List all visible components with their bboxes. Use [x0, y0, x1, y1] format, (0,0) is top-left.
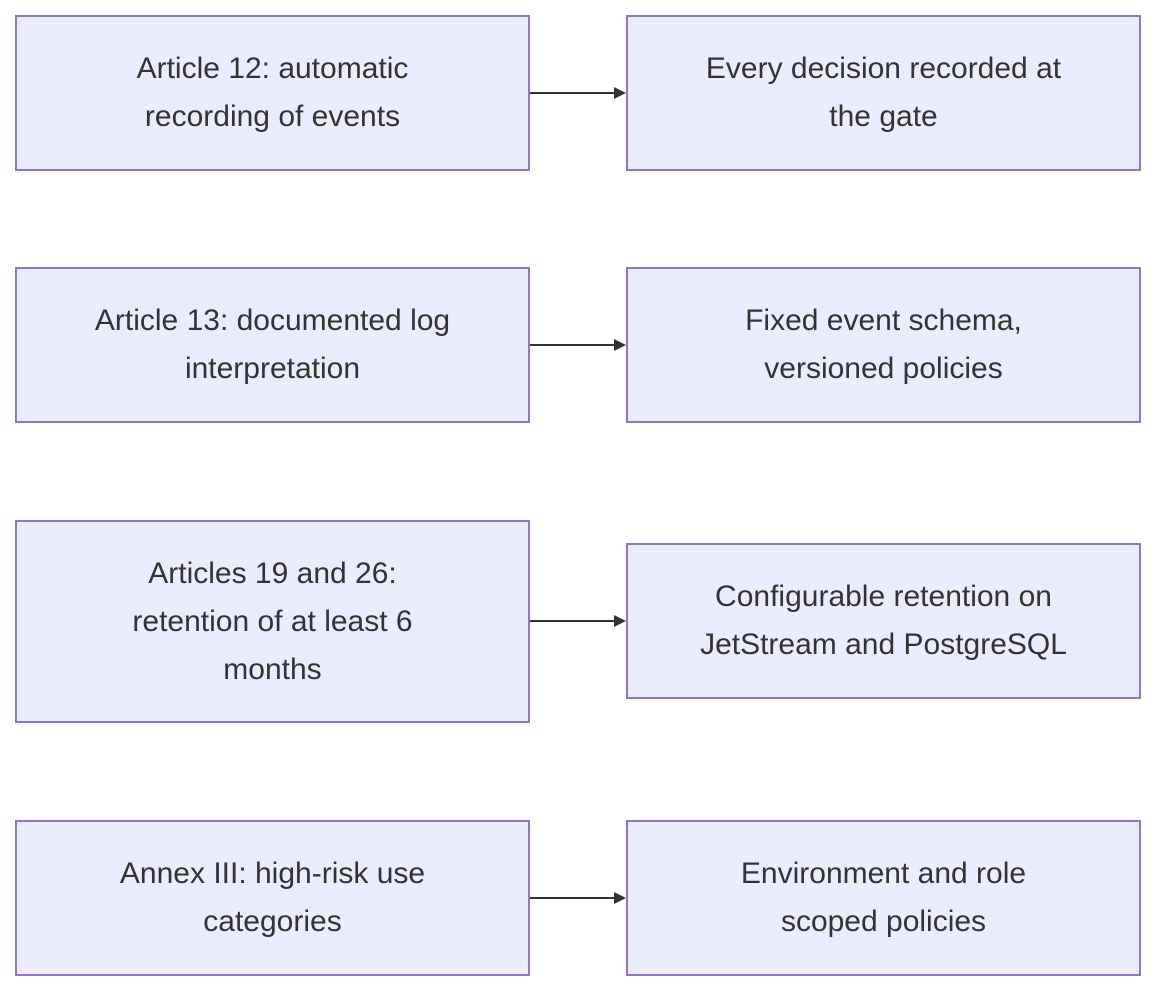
node-article-13-label: Article 13: documented log interpretatio… [94, 304, 451, 385]
node-environment-role-policies-label: Environment and role scoped policies [740, 857, 1027, 938]
node-annex-3-label: Annex III: high-risk use categories [119, 857, 426, 938]
node-articles-19-26: Articles 19 and 26: retention of at leas… [15, 520, 530, 723]
node-configurable-retention-label: Configurable retention on JetStream and … [700, 580, 1067, 661]
node-environment-role-policies: Environment and role scoped policies [626, 820, 1141, 976]
node-every-decision-recorded: Every decision recorded at the gate [626, 15, 1141, 171]
node-fixed-event-schema: Fixed event schema, versioned policies [626, 267, 1141, 423]
node-article-12-label: Article 12: automatic recording of event… [136, 52, 409, 133]
node-fixed-event-schema-label: Fixed event schema, versioned policies [745, 304, 1022, 385]
node-annex-3: Annex III: high-risk use categories [15, 820, 530, 976]
node-article-12: Article 12: automatic recording of event… [15, 15, 530, 171]
node-articles-19-26-label: Articles 19 and 26: retention of at leas… [132, 556, 413, 686]
node-article-13: Article 13: documented log interpretatio… [15, 267, 530, 423]
node-every-decision-recorded-label: Every decision recorded at the gate [705, 52, 1062, 133]
node-configurable-retention: Configurable retention on JetStream and … [626, 543, 1141, 699]
